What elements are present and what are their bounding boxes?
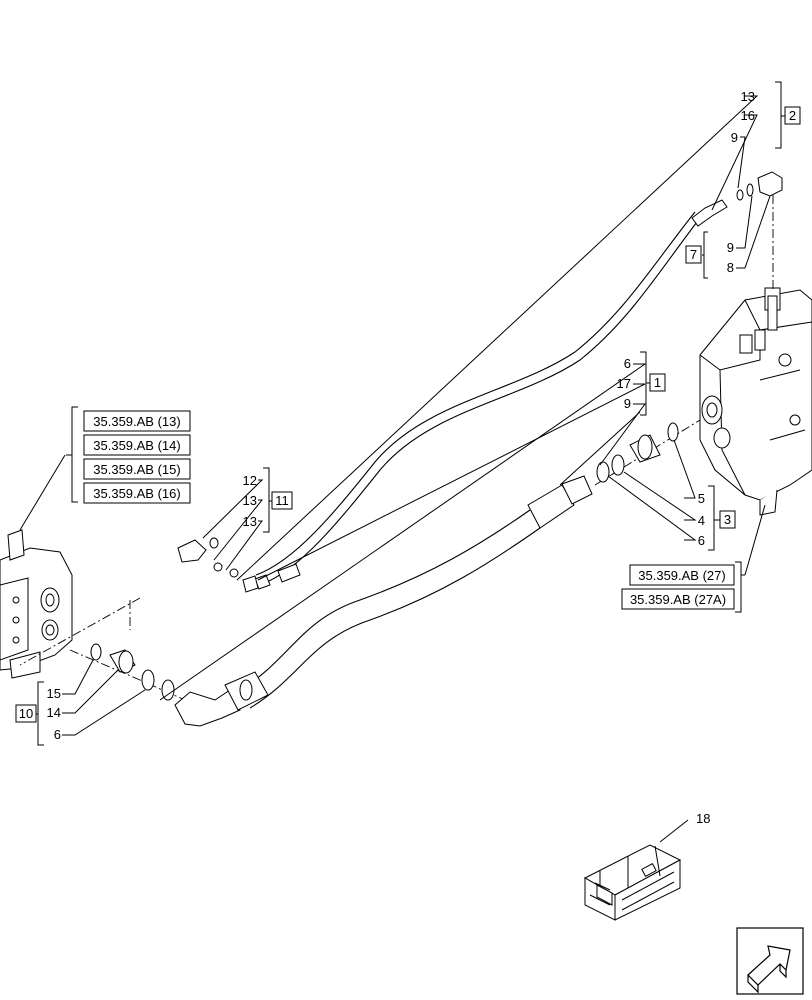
group-box-3[interactable]: 3 [719,510,736,529]
svg-text:10: 10 [19,706,33,721]
svg-text:3: 3 [724,512,731,527]
lower-hose-assembly [174,475,593,727]
svg-text:35.359.AB (14): 35.359.AB (14) [93,438,180,453]
svg-text:35.359.AB (16): 35.359.AB (16) [93,486,180,501]
leader-lines [19,95,771,843]
callout-13-top: 13 [741,89,755,104]
callout-15: 15 [47,686,61,701]
callout-13-left-a: 13 [243,493,257,508]
callout-numbers: 13 16 9 9 8 6 17 9 5 4 6 12 13 13 15 14 … [47,89,755,826]
group-box-2[interactable]: 2 [784,106,801,125]
ref-box-35-359-ab-16[interactable]: 35.359.AB (16) [83,482,191,504]
callout-18: 18 [696,811,710,826]
callout-17: 17 [617,376,631,391]
callout-6-bottom: 6 [54,727,61,742]
group-box-7[interactable]: 7 [685,245,702,264]
callout-8: 8 [727,260,734,275]
next-page-arrow-icon[interactable] [736,927,804,995]
brackets [36,81,785,746]
callout-12: 12 [243,473,257,488]
right-control-valve [699,287,812,516]
svg-text:35.359.AB (13): 35.359.AB (13) [93,414,180,429]
callout-14: 14 [47,705,61,720]
ref-box-35-359-ab-14[interactable]: 35.359.AB (14) [83,434,191,456]
group-box-11[interactable]: 11 [271,491,293,510]
callout-9-elbow: 9 [727,240,734,255]
crate-kit-icon [583,844,682,921]
svg-text:7: 7 [690,247,697,262]
group-box-10[interactable]: 10 [15,704,37,723]
svg-text:35.359.AB (27A): 35.359.AB (27A) [630,592,726,607]
fittings [90,171,783,701]
callout-5: 5 [698,491,705,506]
callout-9-mid: 9 [624,396,631,411]
svg-text:11: 11 [275,493,289,508]
callout-13-left-b: 13 [243,514,257,529]
callout-9-top: 9 [731,130,738,145]
callout-4: 4 [698,513,705,528]
callout-6-right: 6 [698,533,705,548]
callout-6-mid: 6 [624,356,631,371]
ref-box-35-359-ab-27[interactable]: 35.359.AB (27) [629,564,735,586]
left-control-valve [0,529,73,679]
svg-text:1: 1 [654,375,661,390]
svg-text:35.359.AB (27): 35.359.AB (27) [638,568,725,583]
callout-16-top: 16 [741,108,755,123]
ref-box-35-359-ab-27a[interactable]: 35.359.AB (27A) [621,588,735,610]
svg-text:35.359.AB (15): 35.359.AB (15) [93,462,180,477]
svg-text:2: 2 [789,108,796,123]
group-box-1[interactable]: 1 [649,373,666,392]
upper-hose-assembly [242,199,728,593]
ref-box-35-359-ab-13[interactable]: 35.359.AB (13) [83,410,191,432]
ref-box-35-359-ab-15[interactable]: 35.359.AB (15) [83,458,191,480]
